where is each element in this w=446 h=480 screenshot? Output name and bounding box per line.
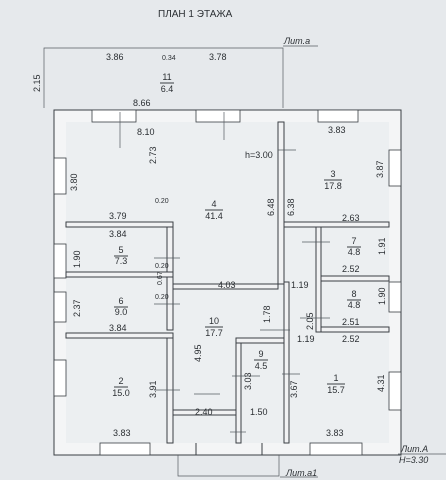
dim: 3.67 xyxy=(289,380,299,398)
window xyxy=(309,442,363,456)
dim: 3.87 xyxy=(375,160,385,178)
dim: 3.83 xyxy=(113,428,131,438)
dim: 2.52 xyxy=(342,334,360,344)
window xyxy=(388,371,402,411)
svg-text:2: 2 xyxy=(118,376,123,386)
dim: 2.52 xyxy=(342,264,360,274)
window xyxy=(388,149,402,187)
window xyxy=(195,109,241,123)
dim: 0.20 xyxy=(155,198,169,205)
dim: 8.66 xyxy=(133,98,151,108)
window xyxy=(53,243,67,279)
dim: 0.34 xyxy=(162,55,176,62)
dim: 2.40 xyxy=(195,407,213,417)
svg-text:17.8: 17.8 xyxy=(324,181,342,191)
room-2: 2 15.0 xyxy=(112,376,130,398)
dim: 1.91 xyxy=(377,237,387,255)
dim: 2.73 xyxy=(148,146,158,164)
svg-text:4: 4 xyxy=(211,199,216,209)
window xyxy=(388,281,402,313)
height-label: Н=3.30 xyxy=(399,455,428,465)
dim: 2.15 xyxy=(32,74,42,92)
dim: 4.03 xyxy=(218,280,236,290)
dim: 3.80 xyxy=(69,173,79,191)
plan-title: ПЛАН 1 ЭТАЖА xyxy=(158,9,233,20)
room-5: 5 7.3 xyxy=(114,245,128,266)
svg-text:15.7: 15.7 xyxy=(327,385,345,395)
dim: 8.10 xyxy=(137,127,155,137)
svg-text:4.8: 4.8 xyxy=(348,247,361,257)
dim: 1.50 xyxy=(250,407,268,417)
dim: 0.20 xyxy=(155,294,169,301)
svg-text:1: 1 xyxy=(333,373,338,383)
svg-text:7: 7 xyxy=(351,236,356,246)
svg-text:8: 8 xyxy=(351,289,356,299)
dim: 3.84 xyxy=(109,229,127,239)
svg-text:4.5: 4.5 xyxy=(255,361,268,371)
svg-text:9.0: 9.0 xyxy=(115,307,128,317)
dim: 1.19 xyxy=(291,280,309,290)
svg-text:41.4: 41.4 xyxy=(205,211,223,221)
svg-text:6: 6 xyxy=(118,296,123,306)
room-3: 3 17.8 xyxy=(324,169,342,191)
window xyxy=(99,442,151,456)
dim: 6.38 xyxy=(286,198,296,216)
window xyxy=(53,359,67,397)
dim: 4.31 xyxy=(376,374,386,392)
porch-outline xyxy=(177,455,280,477)
svg-text:5: 5 xyxy=(118,245,123,255)
dim: 2.37 xyxy=(72,299,82,317)
dim: 2.51 xyxy=(342,317,360,327)
dim: 3.79 xyxy=(109,211,127,221)
svg-text:7.3: 7.3 xyxy=(115,256,128,266)
dimension-labels: 3.86 0.34 3.78 2.15 8.66 8.10 3.83 3.80 … xyxy=(32,52,387,438)
svg-text:6.4: 6.4 xyxy=(161,84,174,94)
dim: 3.91 xyxy=(148,380,158,398)
dim: 3.86 xyxy=(106,52,124,62)
veranda-outline xyxy=(43,47,284,108)
dim: 0.20 xyxy=(155,263,169,270)
room-10: 10 17.7 xyxy=(205,316,223,338)
dim: 3.83 xyxy=(328,125,346,135)
lit-a-label: Лит.а xyxy=(283,36,310,46)
room-11: 11 6.4 xyxy=(160,72,174,94)
room-4: 4 41.4 xyxy=(205,199,223,221)
lit-A-label: Лит.А xyxy=(400,444,428,454)
svg-text:9: 9 xyxy=(258,349,263,359)
room-7: 7 4.8 xyxy=(347,236,361,257)
svg-text:3: 3 xyxy=(330,169,335,179)
dim: 3.03 xyxy=(243,372,253,390)
dim: 1.19 xyxy=(297,334,315,344)
dim: 3.78 xyxy=(209,52,227,62)
dim: 1.90 xyxy=(377,287,387,305)
dim: 2.63 xyxy=(342,213,360,223)
window xyxy=(91,109,137,123)
svg-text:10: 10 xyxy=(209,316,219,326)
room-8: 8 4.8 xyxy=(347,289,361,310)
dim: 3.83 xyxy=(326,428,344,438)
window xyxy=(53,157,67,195)
svg-text:17.7: 17.7 xyxy=(205,328,223,338)
room-height-marker: h=3.00 xyxy=(245,150,273,160)
room-1: 1 15.7 xyxy=(327,373,345,395)
svg-text:11: 11 xyxy=(162,72,171,82)
dim: 0.67 xyxy=(157,271,164,285)
dim: 4.95 xyxy=(193,344,203,362)
dim: 1.78 xyxy=(262,305,272,323)
dim: 6.48 xyxy=(266,198,276,216)
window xyxy=(53,291,67,323)
svg-text:4.8: 4.8 xyxy=(348,300,361,310)
lit-a1-label: Лит.а1 xyxy=(285,468,317,478)
room-9: 9 4.5 xyxy=(254,349,268,371)
dim: 3.84 xyxy=(109,323,127,333)
svg-text:15.0: 15.0 xyxy=(112,388,130,398)
window xyxy=(317,109,359,123)
dim: 1.90 xyxy=(72,250,82,268)
dim: 2.05 xyxy=(305,312,315,330)
room-6: 6 9.0 xyxy=(114,296,128,317)
